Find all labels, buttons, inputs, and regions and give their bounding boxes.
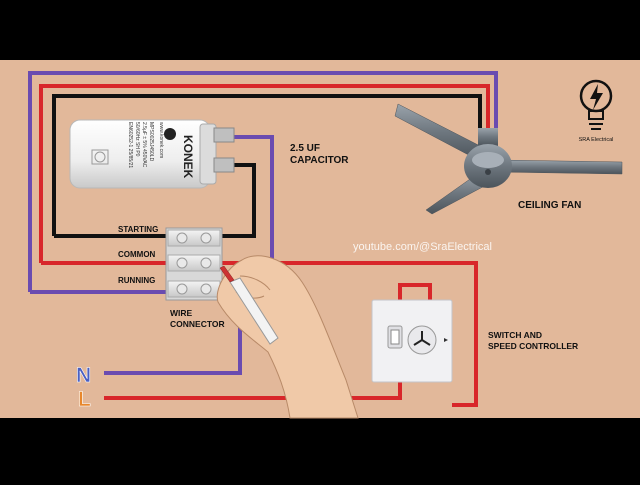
capacitor-icon: KONEK www.konek.com MPS0025J450LD 2.5µF … bbox=[69, 119, 235, 189]
common-label: COMMON bbox=[118, 250, 156, 259]
terminal-row-starting bbox=[167, 229, 221, 247]
starting-label: STARTING bbox=[118, 225, 158, 234]
neutral-letter: N bbox=[76, 364, 91, 387]
capacitor-label-line: CAPACITOR bbox=[290, 155, 349, 166]
capacitor-brand: KONEK bbox=[181, 135, 195, 179]
capacitor-print-line: 50/60Hz SH P0 bbox=[134, 122, 140, 157]
capacitor-site: www.konek.com bbox=[158, 122, 164, 158]
switch-jumper-wire bbox=[398, 283, 432, 300]
lightbulb-logo-icon bbox=[579, 79, 613, 130]
terminal-row-common bbox=[167, 254, 221, 272]
ceiling-fan-label: CEILING FAN bbox=[518, 200, 581, 211]
neutral-wire-fan bbox=[28, 71, 498, 292]
starting-wire-fan bbox=[52, 94, 482, 236]
capacitor-label: 2.5 UF CAPACITOR bbox=[290, 143, 349, 166]
konek-logo-icon bbox=[164, 128, 176, 140]
logo-brand-label: SRA Electrical bbox=[579, 137, 614, 143]
capacitor-print-line: MPS0025J450LD bbox=[148, 122, 154, 162]
capacitor-lead-running bbox=[232, 135, 274, 292]
running-label: RUNNING bbox=[118, 276, 155, 285]
capacitor-print-line: 2.5µF ± 5% 450VAC bbox=[141, 122, 147, 168]
common-wire-fan bbox=[39, 84, 490, 263]
ceiling-fan-icon bbox=[394, 103, 623, 215]
switch-label: SWITCH AND SPEED CONTROLLER bbox=[488, 330, 578, 351]
live-letter: L bbox=[78, 388, 91, 411]
switch-label-line: SPEED CONTROLLER bbox=[488, 341, 578, 351]
wire-connector-label: WIRE CONNECTOR bbox=[170, 308, 225, 329]
capacitor-lead-starting bbox=[222, 163, 256, 238]
switch-label-line: SWITCH AND bbox=[488, 330, 542, 340]
certification-mark-icon bbox=[91, 149, 109, 165]
terminal-row-running bbox=[167, 280, 221, 298]
wire-connector-label-line: WIRE bbox=[170, 308, 193, 318]
terminal-block-icon bbox=[165, 227, 223, 301]
live-wire-supply bbox=[104, 380, 402, 400]
common-wire-switch bbox=[222, 261, 478, 407]
speed-controller-icon bbox=[371, 299, 453, 383]
wire-connector-label-line: CONNECTOR bbox=[170, 319, 225, 329]
fan-symbol-icon bbox=[413, 331, 431, 346]
capacitor-print-line: EN60252-1 25/85/21 bbox=[127, 122, 133, 168]
hand-pen-icon bbox=[216, 255, 359, 419]
capacitor-label-line: 2.5 UF bbox=[290, 143, 320, 154]
watermark-text: youtube.com/@SraElectrical bbox=[353, 241, 492, 253]
